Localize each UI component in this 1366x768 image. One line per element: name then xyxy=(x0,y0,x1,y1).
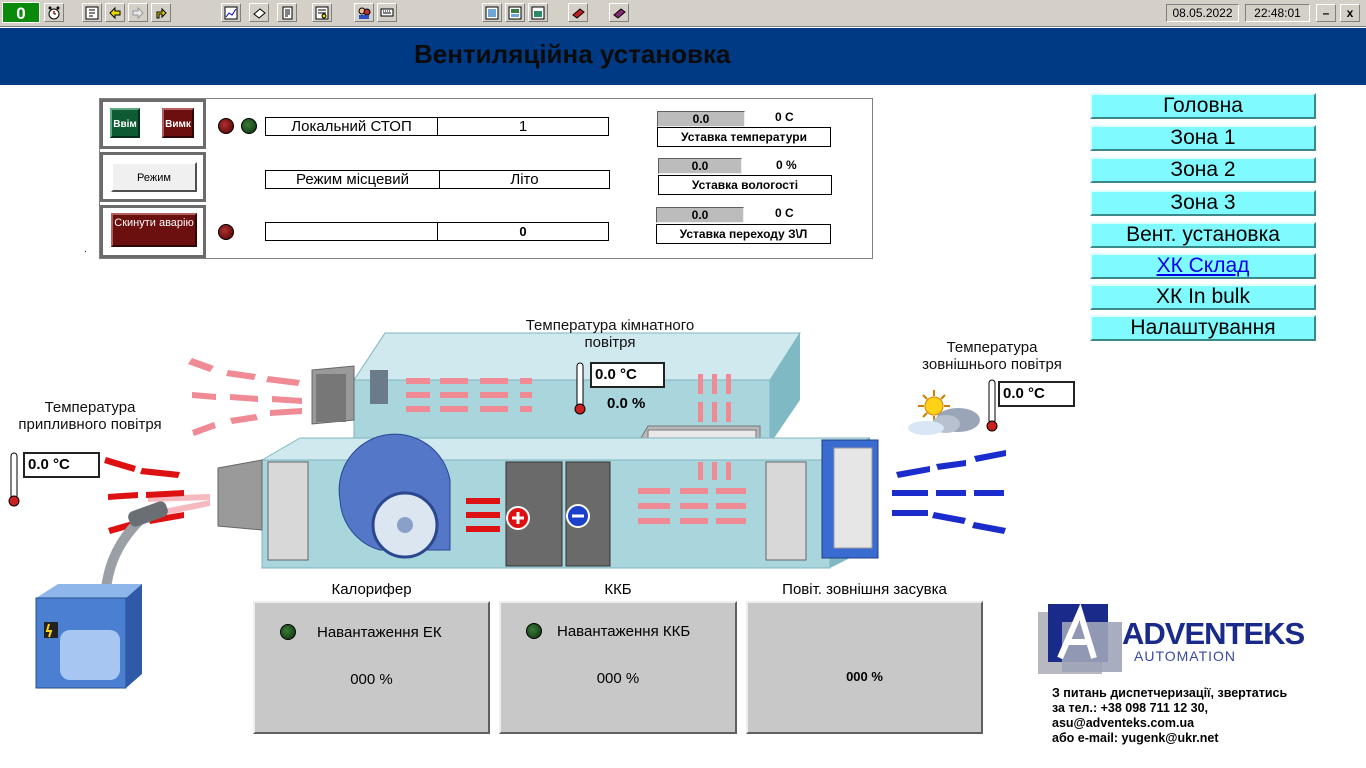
brand-sub: AUTOMATION xyxy=(1134,648,1237,664)
stop-indicator-red xyxy=(218,118,234,134)
contact-email-2: або e-mail: yugenk@ukr.net xyxy=(1052,731,1219,745)
temp-setpoint-input[interactable]: 0.0 xyxy=(657,111,745,127)
page-title: Вентиляційна установка xyxy=(414,39,731,69)
forward-arrow-icon[interactable] xyxy=(128,3,148,22)
nav-main[interactable]: Головна xyxy=(1090,93,1316,119)
switch-setpoint-unit: 0 С xyxy=(775,206,794,220)
nav-zone-3[interactable]: Зона 3 xyxy=(1090,190,1316,216)
run-indicator-green xyxy=(241,118,257,134)
alarm-value: 0 xyxy=(437,222,609,241)
contact-email-1: asu@adventeks.com.ua xyxy=(1052,716,1195,730)
trend-chart-icon[interactable] xyxy=(221,3,241,22)
adventeks-logo-icon xyxy=(1038,603,1122,674)
supply-temp-label: Температура припливного повітря xyxy=(18,399,162,433)
on-button[interactable]: Ввім xyxy=(110,108,140,138)
heater-status-label: Навантаження ЕК xyxy=(317,624,442,641)
print-icon[interactable] xyxy=(249,3,269,22)
off-button[interactable]: Вимк xyxy=(162,108,194,138)
room-temp-label: Температура кімнатного повітря xyxy=(525,317,695,351)
date-display: 08.05.2022 xyxy=(1166,4,1239,22)
alarm-clock-icon[interactable] xyxy=(44,3,64,22)
control-panel: Ввім Вимк Режим Скинути аварію Локальний… xyxy=(99,98,873,259)
heater-load-value: 000 % xyxy=(350,671,393,688)
kkb-panel: Навантаження ККБ 000 % xyxy=(499,601,737,734)
mode-box: Режим xyxy=(100,152,206,202)
kkb-status-label: Навантаження ККБ xyxy=(557,623,691,640)
brand-name: ADVENTEKS xyxy=(1122,616,1305,651)
reset-box: Скинути аварію xyxy=(100,205,206,258)
supply-temp-value: 0.0 °C xyxy=(23,452,100,478)
contact-line-1: З питань диспетчеризації, звертатись xyxy=(1052,686,1288,700)
room-thermometer-icon xyxy=(574,362,586,415)
toolbar: 0 08.05.2022 22:48:0 xyxy=(0,0,1366,27)
return-damper xyxy=(370,370,388,404)
back-arrow-icon[interactable] xyxy=(105,3,125,22)
humidity-setpoint-unit: 0 % xyxy=(776,158,797,172)
nav-zone-2[interactable]: Зона 2 xyxy=(1090,157,1316,183)
screen-1-icon[interactable] xyxy=(482,3,502,22)
local-stop-value: 1 xyxy=(437,117,609,136)
switch-setpoint-input[interactable]: 0.0 xyxy=(656,207,744,223)
humidifier-icon xyxy=(35,501,168,689)
mode-value: Літо xyxy=(439,170,610,189)
users-icon[interactable] xyxy=(354,3,374,22)
heater-panel-title: Калорифер xyxy=(331,581,412,598)
weather-icon xyxy=(908,390,980,435)
ahu-diagram xyxy=(104,332,1006,569)
room-humidity-value: 0.0 % xyxy=(607,395,646,412)
keyboard-icon[interactable] xyxy=(377,3,397,22)
local-stop-label: Локальний СТОП xyxy=(265,117,438,136)
damper-panel: 000 % xyxy=(746,601,983,734)
nav-zone-1[interactable]: Зона 1 xyxy=(1090,125,1316,151)
up-arrow-icon[interactable] xyxy=(151,3,171,22)
alarm-counter[interactable]: 0 xyxy=(2,2,40,23)
heater-panel: Навантаження ЕК 000 % xyxy=(253,601,490,734)
switch-setpoint-label: Уставка переходу З\Л xyxy=(656,224,831,244)
reset-alarm-button[interactable]: Скинути аварію xyxy=(111,213,197,247)
alarm-indicator xyxy=(218,224,234,240)
book-purple-icon[interactable] xyxy=(609,3,629,22)
minimize-button[interactable]: – xyxy=(1316,4,1336,22)
screen-2-icon[interactable] xyxy=(505,3,525,22)
dot-mark: . xyxy=(84,244,87,255)
damper-panel-title: Повіт. зовнішня засувка xyxy=(782,581,947,598)
kkb-status-led xyxy=(526,623,542,639)
outdoor-thermometer-icon xyxy=(986,379,998,432)
outdoor-temp-label: Температура зовнішнього повітря xyxy=(922,339,1062,373)
kkb-load-value: 000 % xyxy=(596,670,640,687)
log-icon[interactable] xyxy=(312,3,332,22)
nav-vent-unit[interactable]: Вент. установка xyxy=(1090,222,1316,248)
screen-3-icon[interactable] xyxy=(528,3,548,22)
heater-status-led xyxy=(280,624,296,640)
outdoor-temp-value: 0.0 °C xyxy=(998,381,1075,407)
tree-icon[interactable] xyxy=(82,3,102,22)
alarm-label xyxy=(265,222,438,241)
mode-label: Режим місцевий xyxy=(265,170,440,189)
nav-hk-in-bulk[interactable]: ХК In bulk xyxy=(1090,284,1316,310)
humidity-setpoint-input[interactable]: 0.0 xyxy=(658,158,742,174)
nav-hk-warehouse[interactable]: ХК Склад xyxy=(1090,253,1316,279)
humidity-setpoint-label: Уставка вологості xyxy=(658,175,832,195)
book-red-icon[interactable] xyxy=(568,3,588,22)
nav-settings[interactable]: Налаштування xyxy=(1090,315,1316,341)
contact-line-2: за тел.: +38 098 711 12 30, xyxy=(1052,701,1208,715)
room-temp-value: 0.0 °C xyxy=(590,362,665,388)
damper-position-value: 000 % xyxy=(846,669,883,684)
report-icon[interactable] xyxy=(277,3,297,22)
mode-button[interactable]: Режим xyxy=(111,162,197,192)
temp-setpoint-label: Уставка температури xyxy=(657,127,831,147)
close-button[interactable]: x xyxy=(1340,4,1360,22)
on-off-box: Ввім Вимк xyxy=(100,99,206,149)
time-display: 22:48:01 xyxy=(1245,4,1310,22)
temp-setpoint-unit: 0 С xyxy=(775,110,794,124)
supply-thermometer-icon xyxy=(8,452,20,507)
kkb-panel-title: ККБ xyxy=(604,581,632,598)
page-header: Вентиляційна установка xyxy=(0,28,1366,85)
